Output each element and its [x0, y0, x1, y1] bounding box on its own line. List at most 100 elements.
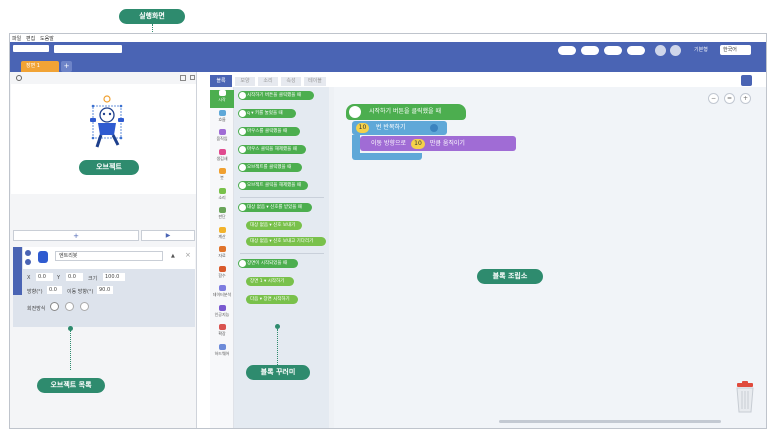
category-item[interactable]: 붓: [210, 168, 234, 181]
category-item[interactable]: 계산: [210, 226, 234, 240]
category-item[interactable]: 움직임: [210, 129, 234, 142]
repeat-count[interactable]: 10: [356, 123, 369, 133]
category-item[interactable]: 판단: [210, 207, 234, 220]
category-item[interactable]: 인공지능: [210, 304, 234, 318]
drawer-block[interactable]: 장면이 시작되었을 때: [238, 259, 298, 268]
grid-icon[interactable]: [180, 75, 186, 81]
category-icon: [218, 304, 226, 311]
category-item[interactable]: 확장: [210, 324, 234, 337]
category-item[interactable]: 자료: [210, 246, 234, 259]
object-lock-icon[interactable]: [25, 259, 31, 265]
zoom-in-button[interactable]: +: [740, 93, 751, 104]
rotate-free-icon[interactable]: [50, 302, 59, 311]
zoom-reset-button[interactable]: =: [724, 93, 735, 104]
drawer-block[interactable]: q ▾ 키를 눌렀을 때: [238, 109, 296, 118]
drawer-block[interactable]: 장면 1 ▾ 시작하기: [246, 277, 294, 286]
drawer-block[interactable]: 대상 없음 ▾ 신호를 받았을 때: [238, 203, 312, 212]
object-delete-icon[interactable]: ×: [185, 251, 191, 259]
redo-button[interactable]: [670, 45, 681, 56]
category-item[interactable]: 생김새: [210, 148, 234, 162]
leader-object-list: [70, 330, 71, 370]
tab-shape[interactable]: 모양: [235, 77, 255, 86]
script-hat-block[interactable]: 시작하기 버튼을 클릭했을 때: [346, 104, 466, 120]
fullscreen-icon[interactable]: [190, 75, 195, 80]
object-expand-icon[interactable]: ▲: [171, 253, 175, 259]
script-move-block[interactable]: 이동 방향으로 10 만큼 움직이기: [360, 136, 516, 151]
run-button[interactable]: ▶: [141, 230, 195, 241]
category-label: 확장: [218, 331, 226, 336]
help-button[interactable]: [627, 46, 645, 55]
speed-icon[interactable]: [16, 75, 22, 81]
drawer-block[interactable]: 대상 없음 ▾ 신호 보내기: [246, 221, 302, 230]
new-project-button[interactable]: [558, 46, 576, 55]
tab-sound[interactable]: 소리: [258, 77, 278, 86]
save-button[interactable]: [581, 46, 599, 55]
object-visibility-icon[interactable]: [25, 250, 31, 256]
drawer-block[interactable]: 마우스 클릭을 해제했을 때: [238, 145, 306, 154]
menu-file[interactable]: 파일: [12, 36, 22, 42]
move-value[interactable]: 10: [410, 139, 425, 149]
language-select[interactable]: 한국어: [720, 45, 751, 55]
language-select-value: 한국어: [723, 47, 737, 53]
category-label: 하드웨어: [214, 350, 230, 356]
callout-object-list: 오브젝트 목록: [37, 378, 105, 393]
tab-table[interactable]: 테이블: [304, 77, 326, 86]
stage-canvas[interactable]: [11, 84, 196, 194]
object-row[interactable]: 엔트리봇 ▲ ×: [23, 247, 195, 269]
undo-button[interactable]: [655, 45, 666, 56]
horizontal-scrollbar[interactable]: [499, 420, 721, 423]
category-icon: [218, 168, 226, 174]
menu-help[interactable]: 도움말: [40, 36, 54, 42]
add-object-button[interactable]: +: [13, 230, 139, 241]
x-label: X: [27, 275, 31, 281]
help-icon[interactable]: [741, 75, 752, 86]
drawer-block[interactable]: 대상 없음 ▾ 신호 보내고 기다리기: [246, 237, 326, 246]
category-icon: [218, 187, 226, 194]
category-item[interactable]: 하드웨어: [210, 343, 234, 357]
add-scene-button[interactable]: +: [61, 61, 72, 72]
category-icon: [218, 246, 226, 252]
object-properties: X 0.0 Y 0.0 크기 100.0 방향(°) 0.0 이동 방향(°) …: [23, 271, 195, 327]
drawer-block[interactable]: 시작하기 버튼을 클릭했을 때: [238, 91, 314, 100]
category-item[interactable]: 흐름: [210, 109, 234, 123]
tab-blocks[interactable]: 블록: [210, 75, 232, 87]
category-item[interactable]: 데이터분석: [210, 285, 234, 298]
category-item[interactable]: 시작: [210, 90, 234, 108]
trash-icon[interactable]: [734, 381, 756, 413]
project-name-input[interactable]: [54, 45, 122, 53]
size-field[interactable]: 100.0: [103, 273, 125, 281]
x-field[interactable]: 0.0: [36, 273, 53, 281]
object-name-field[interactable]: 엔트리봇: [55, 251, 163, 261]
callout-run-screen: 실행화면: [119, 9, 185, 24]
zoom-out-button[interactable]: −: [708, 93, 719, 104]
y-field[interactable]: 0.0: [66, 273, 83, 281]
print-button[interactable]: [604, 46, 622, 55]
editor-tab-bar: 블록 모양 소리 속성 테이블: [210, 75, 766, 87]
direction-label: 방향(°): [27, 289, 43, 295]
category-label: 함수: [218, 272, 226, 278]
entrybot-object[interactable]: [82, 89, 132, 159]
block-hat-icon: [239, 260, 246, 267]
rotate-horizontal-icon[interactable]: [65, 302, 74, 311]
category-item[interactable]: 소리: [210, 187, 234, 201]
category-item[interactable]: 함수: [210, 265, 234, 279]
script-repeat-block[interactable]: 10 번 반복하기: [352, 121, 447, 135]
block-assembly-canvas[interactable]: 시작하기 버튼을 클릭했을 때 10 번 반복하기 이동 방향으로 10 만큼 …: [334, 87, 766, 428]
drawer-block[interactable]: 마우스를 클릭했을 때: [238, 127, 300, 136]
mode-selector[interactable]: 기본형: [694, 47, 708, 53]
drawer-resize-handle[interactable]: [329, 87, 334, 428]
drawer-block[interactable]: 오브젝트를 클릭했을 때: [238, 163, 302, 172]
drawer-block[interactable]: 다음 ▾ 장면 시작하기: [246, 295, 298, 304]
drawer-block-label: 다음 ▾ 장면 시작하기: [250, 297, 290, 302]
drawer-block-label: 장면이 시작되었을 때: [247, 261, 288, 266]
rotate-none-icon[interactable]: [80, 302, 89, 311]
tab-attribute[interactable]: 속성: [281, 77, 301, 86]
scene-tab[interactable]: 장면 1: [21, 61, 59, 72]
repeat-icon: [430, 124, 438, 132]
drawer-block[interactable]: 오브젝트 클릭을 해제했을 때: [238, 181, 308, 190]
category-label: 움직임: [216, 136, 228, 141]
move-direction-field[interactable]: 90.0: [97, 286, 113, 294]
block-hat-icon: [239, 164, 246, 171]
menu-edit[interactable]: 편집: [26, 36, 36, 42]
direction-field[interactable]: 0.0: [47, 286, 62, 294]
